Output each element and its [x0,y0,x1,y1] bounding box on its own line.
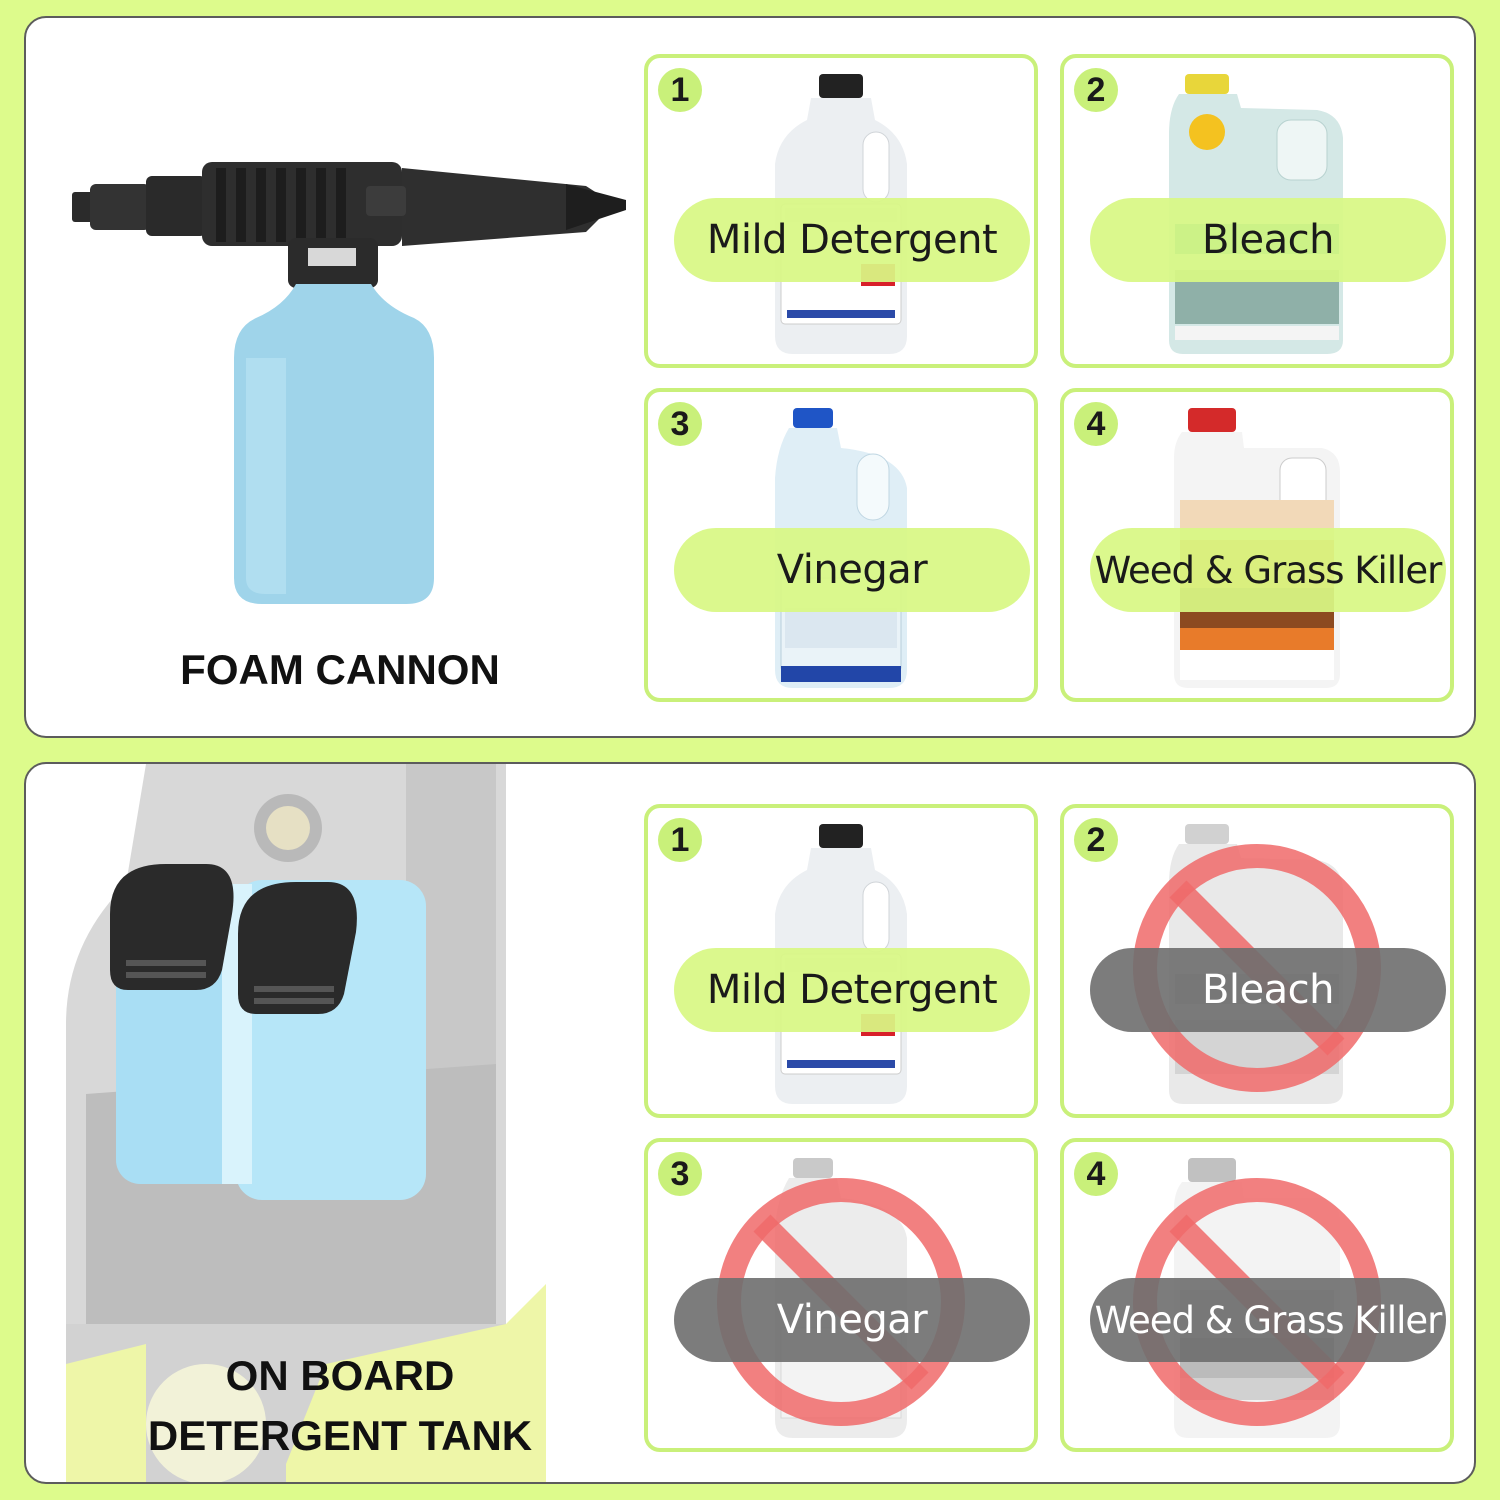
card-number: 4 [1074,1152,1118,1196]
card-number: 3 [658,1152,702,1196]
product-label: Weed & Grass Killer [1090,528,1446,612]
product-label: Vinegar [674,528,1030,612]
card-number: 4 [1074,402,1118,446]
product-label: Vinegar [674,1278,1030,1362]
onboard-tank-panel: ON BOARD DETERGENT TANK 1 Mild Detergent… [24,762,1476,1484]
compat-card-vinegar: 3 Vinegar [644,1138,1038,1452]
compat-card-mild-detergent: 1 Mild Detergent [644,804,1038,1118]
product-label: Mild Detergent [674,198,1030,282]
foam-cannon-icon [72,162,626,604]
compat-card-weed-grass-killer: 4 Weed & Grass Killer [1060,388,1454,702]
product-label: Weed & Grass Killer [1090,1278,1446,1362]
foam-cannon-panel: FOAM CANNON 1 Mild Detergent 2 Bleach [24,16,1476,738]
pressure-washer-tank-icon [66,764,546,1482]
card-number: 2 [1074,818,1118,862]
card-number: 2 [1074,68,1118,112]
compat-card-weed-grass-killer: 4 Weed & Grass Killer [1060,1138,1454,1452]
compat-card-vinegar: 3 Vinegar [644,388,1038,702]
compat-card-bleach: 2 Bleach [1060,804,1454,1118]
compat-card-mild-detergent: 1 Mild Detergent [644,54,1038,368]
product-label: Mild Detergent [674,948,1030,1032]
compat-card-bleach: 2 Bleach [1060,54,1454,368]
card-number: 1 [658,818,702,862]
onboard-tank-caption-line2: DETERGENT TANK [147,1412,533,1459]
foam-cannon-caption: FOAM CANNON [180,646,500,693]
product-label: Bleach [1090,198,1446,282]
card-number: 1 [658,68,702,112]
onboard-tank-caption-line1: ON BOARD [225,1352,455,1399]
product-label: Bleach [1090,948,1446,1032]
card-number: 3 [658,402,702,446]
